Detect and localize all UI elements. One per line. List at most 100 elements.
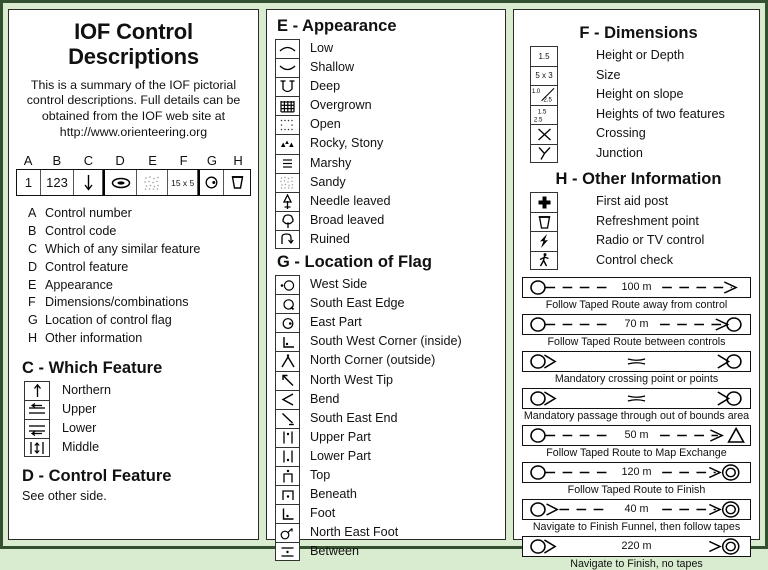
taped-route-caption: Follow Taped Route between controls	[547, 336, 726, 348]
svg-text:2.5: 2.5	[544, 98, 553, 104]
cell-control-code: 123	[40, 170, 75, 196]
radio-tv-bolt-icon	[530, 231, 558, 251]
section-e-label: Shallow	[310, 60, 355, 75]
section-g-label: South East Edge	[310, 296, 405, 311]
taped-route-symbol: 70 m	[522, 314, 751, 335]
taped-route-symbol	[522, 388, 751, 409]
needle-leaved-icon	[275, 191, 300, 211]
section-g-label: Foot	[310, 506, 336, 521]
section-g-label: South East End	[310, 410, 398, 425]
taped-route-caption: Navigate to Finish Funnel, then follow t…	[532, 521, 741, 533]
table-row: Needle leaved	[275, 191, 500, 211]
between-icon	[275, 542, 300, 562]
section-g-label: East Part	[310, 315, 362, 330]
taped-route-caption: Mandatory passage through out of bounds …	[523, 410, 750, 422]
section-f-title: F - Dimensions	[579, 24, 698, 42]
table-row: Northern	[24, 381, 251, 401]
overgrown-grid-icon	[275, 96, 300, 116]
column-letters-header: A B C D E F G H	[16, 153, 251, 168]
column-letter-d: D	[115, 153, 125, 169]
taped-route-distance: 40 m	[624, 503, 649, 515]
size-icon: 5 x 3	[530, 65, 558, 85]
section-h-title: H - Other Information	[555, 170, 722, 188]
taped-route-symbol: 220 m	[522, 536, 751, 557]
control-check-runner-icon	[530, 250, 558, 270]
section-e-title: E - Appearance	[277, 17, 397, 35]
section-f-label: Height or Depth	[596, 48, 685, 62]
table-row: Control check	[530, 250, 753, 270]
column-letter-g: G	[206, 153, 218, 169]
taped-route-symbol: 40 m	[522, 499, 751, 520]
section-f-label: Junction	[596, 145, 643, 160]
sandy-texture-icon	[136, 170, 169, 196]
section-c-label: Upper	[62, 402, 97, 417]
table-row: Junction	[530, 143, 753, 163]
column-letter-c: C	[83, 153, 94, 169]
section-g-label: Lower Part	[310, 448, 371, 463]
legend-label: Location of control flag	[45, 313, 172, 328]
table-row: Lower Part	[275, 446, 500, 466]
section-h-label: First aid post	[596, 194, 669, 208]
section-e-label: Open	[310, 117, 341, 132]
rocky-stony-icon	[275, 134, 300, 154]
table-row: Upper	[24, 400, 251, 420]
top-icon	[275, 465, 300, 486]
table-row: Lower	[24, 419, 251, 439]
column-letter-e: E	[148, 153, 157, 169]
taped-route-caption: Navigate to Finish, no tapes	[570, 558, 703, 570]
section-g-label: Between	[310, 544, 360, 559]
column-letter-f: F	[179, 153, 188, 169]
deep-u-icon	[275, 77, 300, 97]
column-letter-a: A	[23, 153, 33, 169]
north-west-tip-icon	[275, 370, 300, 390]
south-east-end-icon	[275, 408, 300, 428]
taped-route-distance: 100 m	[621, 281, 652, 293]
legend-label: Appearance	[45, 277, 113, 292]
table-row: Open	[275, 115, 500, 135]
legend-key: A	[28, 206, 37, 221]
middle-icon	[24, 438, 50, 458]
section-h-label: Refreshment point	[596, 213, 699, 228]
low-arc-icon	[275, 39, 300, 59]
section-e-label: Rocky, Stony	[310, 136, 384, 151]
section-g-table: West Side South East Edge East Part Sout…	[275, 275, 500, 562]
legend-key: G	[28, 313, 38, 328]
ruined-hook-icon	[275, 229, 300, 250]
first-aid-cross-icon	[530, 192, 558, 212]
section-e-table: Low Shallow Deep Overgrown	[275, 39, 500, 250]
svg-text:2.5: 2.5	[534, 116, 543, 123]
section-d-note: See other side.	[22, 489, 107, 504]
table-row: South East End	[275, 408, 500, 428]
taped-route-symbol: 50 m	[522, 425, 751, 446]
taped-route-distance: 50 m	[624, 429, 649, 441]
taped-route-row: Mandatory crossing point or points	[522, 351, 751, 385]
table-row: Foot	[275, 504, 500, 524]
column-letter-h: H	[233, 153, 243, 169]
table-row: Between	[275, 542, 500, 562]
table-row: Overgrown	[275, 96, 500, 116]
svg-text:1.0: 1.0	[532, 89, 541, 95]
section-e-label: Deep	[310, 79, 341, 94]
section-h-label: Control check	[596, 252, 673, 267]
section-h-table: First aid post Refreshment point Radio o…	[530, 192, 753, 270]
taped-route-row: 220 m Navigate to Finish, no tapes	[522, 536, 751, 570]
section-g-label: North Corner (outside)	[310, 353, 436, 368]
lower-part-icon	[275, 446, 300, 466]
table-row: Marshy	[275, 153, 500, 173]
taped-route-row: Mandatory passage through out of bounds …	[522, 388, 751, 422]
table-row: Sandy	[275, 172, 500, 192]
table-row: North West Tip	[275, 370, 500, 390]
panel-appearance-location: E - Appearance Low Shallow Deep	[266, 9, 506, 562]
section-d-title: D - Control Feature	[22, 467, 172, 486]
dimension-value: 1.5	[538, 51, 550, 61]
table-row: Ruined	[275, 229, 500, 250]
taped-route-row: 120 m Follow Taped Route to Finish	[522, 462, 751, 496]
dimension-value: 5 x 3	[535, 71, 553, 81]
table-row: Deep	[275, 77, 500, 97]
taped-routes-section: 100 m Follow Taped Route away from contr…	[522, 277, 751, 570]
section-e-label: Needle leaved	[310, 193, 391, 208]
